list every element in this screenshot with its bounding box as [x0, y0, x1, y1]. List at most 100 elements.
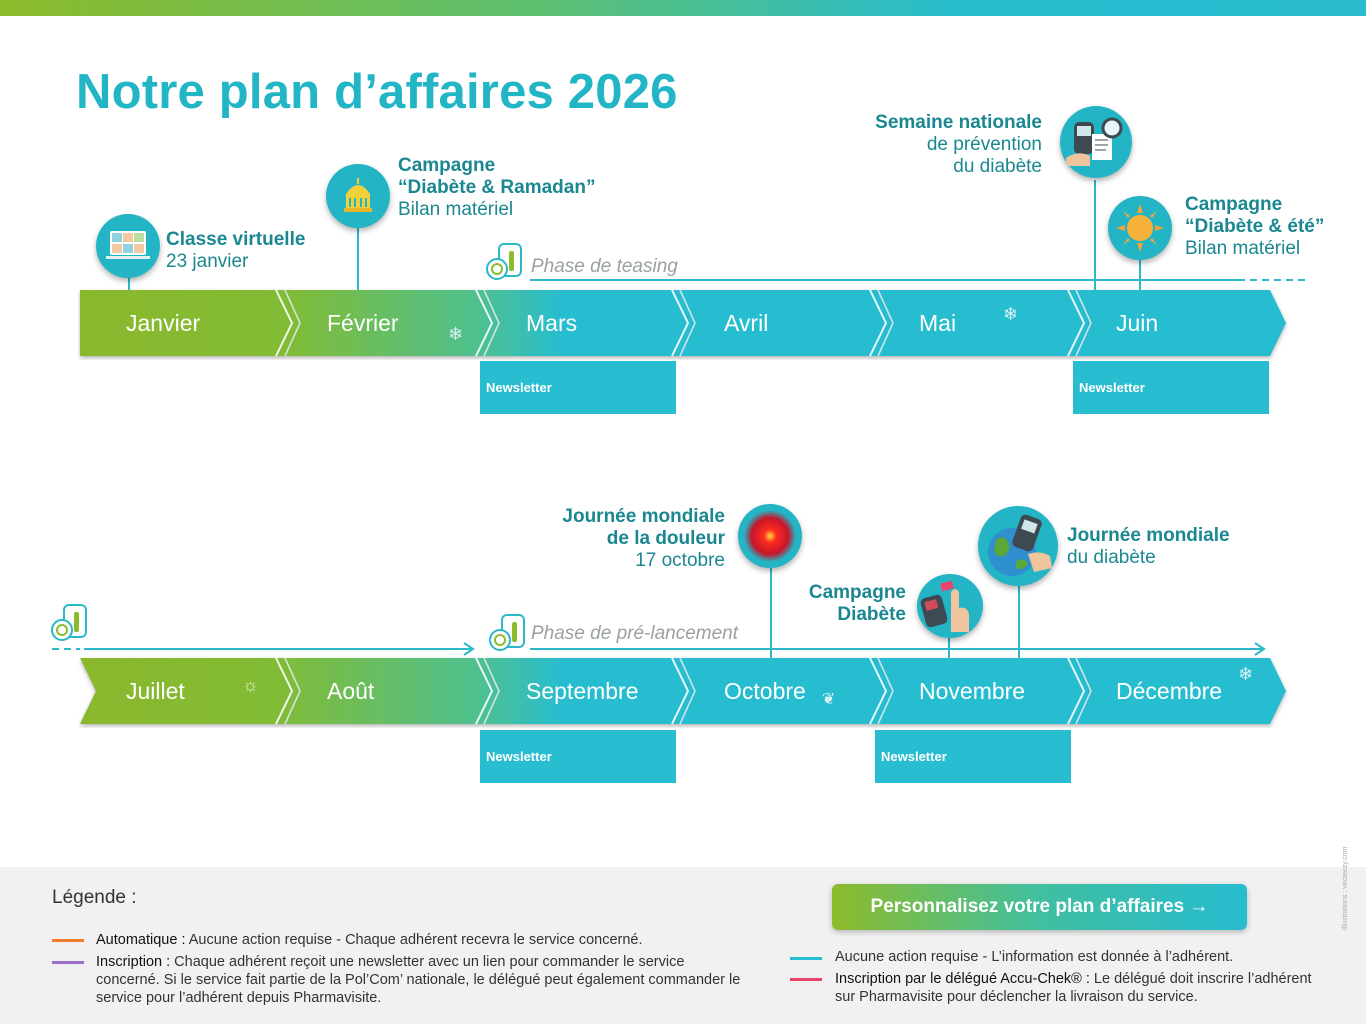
legend-item-automatique: Automatique : Aucune action requise - Ch…: [96, 931, 756, 949]
legend-label: Inscription par le délégué Accu-Chek® :: [835, 971, 1090, 987]
globe-glucometer-icon: [978, 506, 1058, 586]
snowflake-icon: ❄: [1003, 304, 1018, 324]
month-separator: [1075, 657, 1092, 725]
event-diabete-ete: Campagne “Diabète & été” Bilan matériel: [1185, 194, 1324, 260]
newsletter-juin[interactable]: Newsletter: [1073, 361, 1269, 414]
month-separator: [877, 289, 894, 357]
sun-icon: [1108, 196, 1172, 260]
month-separator: [284, 289, 301, 357]
event-title: “Diabète & Ramadan”: [398, 177, 596, 198]
legend-text: Chaque adhérent reçoit une newsletter av…: [96, 954, 741, 1006]
event-subtitle: Bilan matériel: [1185, 238, 1301, 259]
event-pin: [1094, 180, 1096, 290]
event-subtitle: du diabète: [953, 156, 1042, 177]
month-fevrier: Février: [327, 310, 399, 336]
phase-prelancement-label: Phase de pré-lancement: [531, 623, 739, 644]
illustration-credit: Illustrations : vecteezy.com: [1342, 846, 1349, 930]
video-conference-icon: [96, 214, 160, 278]
legend-label: Automatique :: [96, 932, 186, 948]
event-ramadan: Campagne “Diabète & Ramadan” Bilan matér…: [398, 155, 595, 221]
event-pin: [357, 226, 359, 290]
event-subtitle: du diabète: [1067, 547, 1156, 568]
event-title: Journée mondiale: [562, 506, 725, 527]
event-pin: [1139, 256, 1141, 290]
timeline-row-2: ☼ ❦ ❄: [80, 657, 1286, 725]
glucometer-magnifier-icon: [1060, 106, 1132, 178]
legend-item-inscription: Inscription : Chaque adhérent reçoit une…: [96, 953, 746, 1007]
snowflake-icon: ❄: [1238, 664, 1253, 684]
event-title: Campagne: [398, 155, 496, 176]
legend-swatch-automatique: [52, 939, 84, 942]
newsletter-novembre[interactable]: Newsletter: [875, 730, 1071, 783]
leaf-icon: ❦: [822, 691, 835, 708]
month-separator: [483, 289, 500, 357]
timeline-row-1: ❄ ❄: [80, 289, 1286, 357]
month-separator: [679, 657, 696, 725]
top-accent-bar: [0, 0, 1366, 16]
month-separator: [275, 657, 294, 725]
event-title: “Diabète & été”: [1185, 216, 1325, 237]
personalize-plan-button[interactable]: Personnalisez votre plan d’affaires →: [832, 884, 1247, 930]
month-aout: Août: [327, 678, 375, 704]
month-separator: [1075, 289, 1092, 357]
event-pin: [1018, 586, 1020, 658]
month-septembre: Septembre: [526, 678, 639, 704]
event-campagne-diabete: Campagne Diabète: [760, 582, 906, 626]
page-title: Notre plan d’affaires 2026: [76, 65, 678, 119]
legend-label: Inscription :: [96, 954, 171, 970]
month-separator: [475, 289, 494, 357]
month-octobre: Octobre: [724, 678, 806, 704]
newsletter-septembre[interactable]: Newsletter: [480, 730, 676, 783]
month-separator: [475, 657, 494, 725]
month-separator: [671, 289, 690, 357]
glucometer-finger-icon: [917, 574, 983, 638]
month-separator: [284, 657, 301, 725]
sun-outline-icon: ☼: [242, 675, 259, 695]
month-separator: [275, 289, 294, 357]
phase-teasing-label: Phase de teasing: [531, 256, 678, 277]
event-pin: [770, 568, 772, 658]
event-subtitle: de prévention: [926, 134, 1042, 155]
legend-item-information: Aucune action requise - L’information es…: [835, 948, 1335, 966]
prelaunch-phase-icon: [489, 614, 525, 651]
pain-target-icon: [738, 504, 802, 568]
event-semaine-nationale: Semaine nationale de prévention du diabè…: [842, 112, 1042, 178]
month-separator: [1067, 657, 1086, 725]
month-separator: [679, 289, 696, 357]
month-janvier: Janvier: [126, 310, 201, 336]
month-separator: [671, 657, 690, 725]
event-classe-virtuelle: Classe virtuelle 23 janvier: [166, 229, 305, 273]
legend-text: Aucune action requise - Chaque adhérent …: [185, 932, 643, 948]
event-date: 23 janvier: [166, 251, 249, 272]
timeline-band-2: [80, 658, 1286, 724]
teasing-phase-icon: [51, 604, 87, 641]
legend-title: Légende :: [52, 887, 137, 908]
legend-swatch-delegue: [790, 978, 822, 981]
event-journee-mondiale-diabete: Journée mondiale du diabète: [1067, 525, 1230, 569]
month-mai: Mai: [919, 310, 957, 336]
event-date: 17 octobre: [635, 550, 725, 571]
month-juin: Juin: [1116, 310, 1159, 336]
snowflake-icon: ❄: [448, 324, 463, 344]
event-title: Campagne: [808, 582, 906, 603]
timeline-band-1: [80, 290, 1286, 356]
event-title: Journée mondiale: [1067, 525, 1230, 546]
event-pin: [948, 634, 950, 658]
month-separator: [869, 657, 888, 725]
newsletter-mars[interactable]: Newsletter: [480, 361, 676, 414]
event-title: Diabète: [837, 604, 906, 625]
month-mars: Mars: [526, 310, 578, 336]
legend-item-delegue: Inscription par le délégué Accu-Chek® : …: [835, 970, 1325, 1006]
teasing-phase-icon: [486, 243, 522, 280]
event-title: Semaine nationale: [875, 112, 1042, 133]
month-separator: [1067, 289, 1086, 357]
phase-prelancement-line: [530, 642, 1266, 656]
month-juillet: Juillet: [126, 678, 185, 704]
month-separator: [877, 657, 894, 725]
event-title: Campagne: [1185, 194, 1283, 215]
mosque-icon: [326, 164, 390, 228]
event-pin: [128, 270, 130, 290]
legend-swatch-inscription: [52, 961, 84, 964]
month-separator: [869, 289, 888, 357]
phase-teasing-line: [530, 279, 1306, 281]
